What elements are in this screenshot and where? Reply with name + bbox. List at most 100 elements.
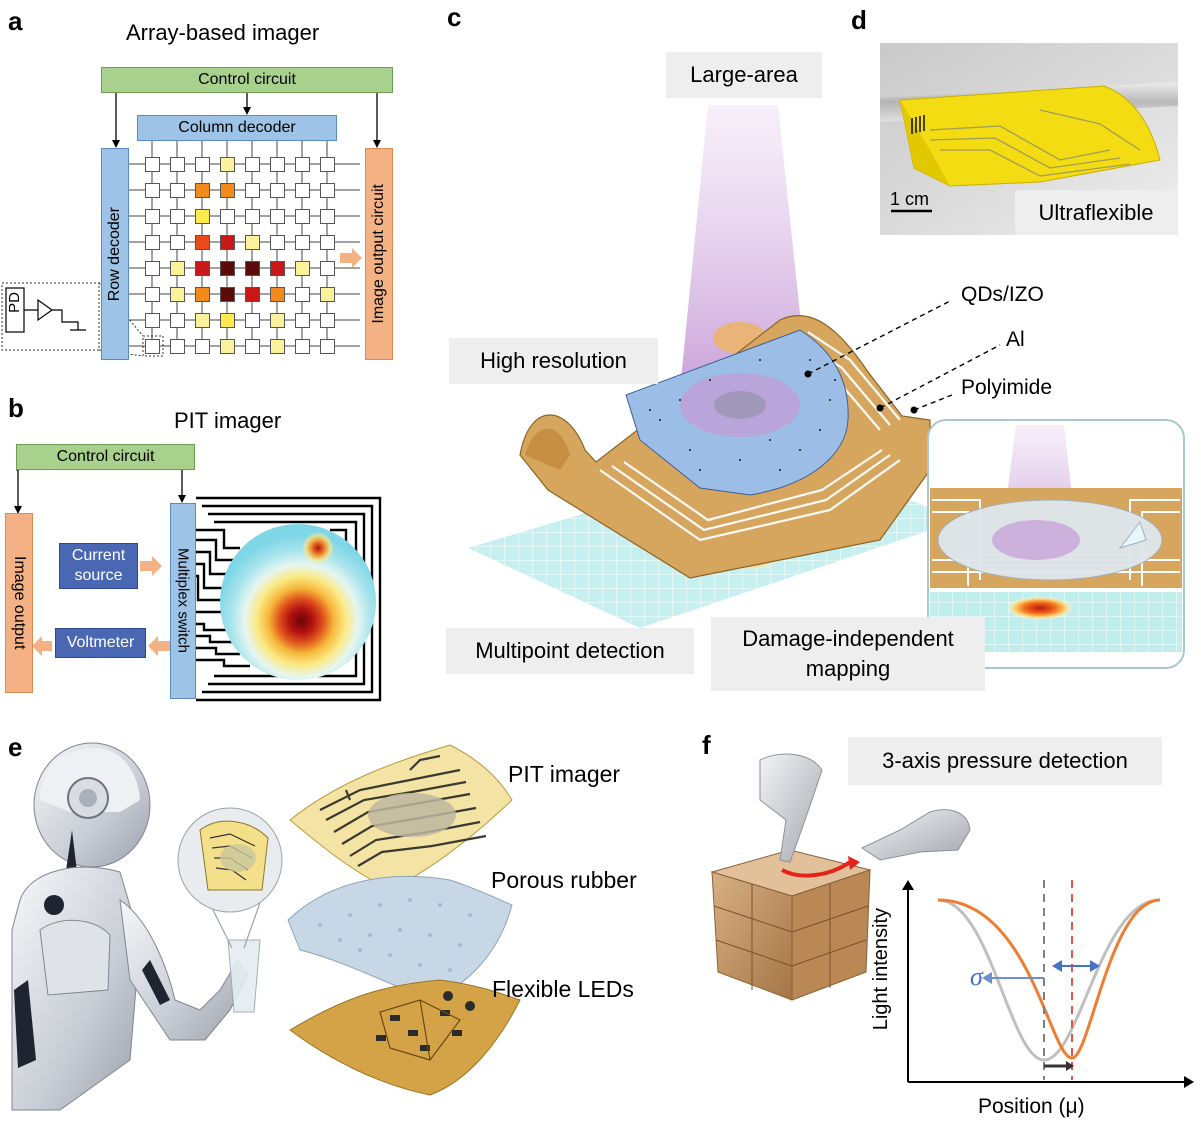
pixel-cell xyxy=(270,235,285,250)
polyimide-label: Polyimide xyxy=(961,376,1053,399)
al-label: Al xyxy=(1006,328,1025,351)
pixel-cell xyxy=(145,287,160,302)
multipoint-detection-label: Multipoint detection xyxy=(446,628,694,674)
pixel-cell xyxy=(170,209,185,224)
pixel-cell xyxy=(270,183,285,198)
pixel-cell xyxy=(320,261,335,276)
pixel-cell xyxy=(320,209,335,224)
pixel-cell xyxy=(320,313,335,328)
pixel-cell xyxy=(220,235,235,250)
pixel-cell xyxy=(195,235,210,250)
plot-xlabel: Position (μ) xyxy=(978,1095,1085,1118)
image-output-box: Image output xyxy=(5,513,33,693)
pixel-cell xyxy=(195,287,210,302)
ultraflexible-label: Ultraflexible xyxy=(1015,190,1177,235)
pixel-cell xyxy=(195,261,210,276)
pixel-cell xyxy=(220,209,235,224)
control-circuit-box-b: Control circuit xyxy=(16,444,195,470)
pixel-cell xyxy=(295,183,310,198)
pixel-cell xyxy=(295,339,310,354)
current-source-box: Current source xyxy=(59,543,138,589)
panel-letter-b: b xyxy=(8,393,24,423)
pixel-cell xyxy=(295,235,310,250)
pixel-cell xyxy=(220,339,235,354)
scale-bar-label: 1 cm xyxy=(890,189,930,209)
pixel-cell xyxy=(245,209,260,224)
pixel-cell xyxy=(170,235,185,250)
pixel-cell xyxy=(145,183,160,198)
pixel-cell xyxy=(195,209,210,224)
pixel-cell xyxy=(195,339,210,354)
pixel-cell xyxy=(270,313,285,328)
voltmeter-box: Voltmeter xyxy=(55,628,146,658)
pixel-cell xyxy=(170,313,185,328)
pixel-cell xyxy=(320,157,335,172)
pixel-cell xyxy=(245,287,260,302)
pixel-cell xyxy=(145,157,160,172)
multiplex-switch-label: Multiplex switch xyxy=(174,548,192,654)
pixel-cell xyxy=(170,157,185,172)
pixel-cell xyxy=(245,313,260,328)
multiplex-switch-box: Multiplex switch xyxy=(170,503,196,699)
panel-a-title: Array-based imager xyxy=(126,20,320,45)
pixel-cell xyxy=(145,339,160,354)
large-area-label: Large-area xyxy=(666,52,822,98)
pixel-cell xyxy=(195,183,210,198)
pixel-cell xyxy=(245,235,260,250)
panel-letter-f: f xyxy=(702,730,711,760)
porous-rubber-label: Porous rubber xyxy=(491,867,637,893)
pixel-cell xyxy=(270,287,285,302)
flexible-leds-label: Flexible LEDs xyxy=(492,976,634,1002)
pixel-cell xyxy=(270,339,285,354)
pixel-cell xyxy=(220,261,235,276)
pixel-cell xyxy=(295,313,310,328)
panel-letter-a: a xyxy=(8,6,23,36)
three-axis-pressure-detection-label: 3-axis pressure detection xyxy=(848,737,1162,785)
panel-letter-c: c xyxy=(447,2,462,32)
pixel-cell xyxy=(195,157,210,172)
pixel-cell xyxy=(170,183,185,198)
pixel-cell xyxy=(170,287,185,302)
pixel-cell xyxy=(320,287,335,302)
pixel-cell xyxy=(320,183,335,198)
pixel-cell xyxy=(295,209,310,224)
pixel-cell xyxy=(270,209,285,224)
image-output-label: Image output xyxy=(11,556,28,650)
pixel-cell xyxy=(220,157,235,172)
panel-letter-d: d xyxy=(851,5,867,35)
pixel-cell xyxy=(145,209,160,224)
pixel-cell xyxy=(320,339,335,354)
image-output-circuit-box: Image output circuit xyxy=(365,148,393,360)
pit-imager-label: PIT imager xyxy=(508,761,621,787)
pixel-cell xyxy=(145,313,160,328)
pixel-cell xyxy=(295,287,310,302)
pixel-cell xyxy=(220,183,235,198)
pixel-cell xyxy=(295,261,310,276)
pixel-cell xyxy=(220,313,235,328)
pixel-cell xyxy=(295,157,310,172)
column-decoder-box: Column decoder xyxy=(137,115,337,141)
pixel-cell xyxy=(270,261,285,276)
row-decoder-box: Row decoder xyxy=(101,148,129,360)
sigma-label: σ xyxy=(970,962,983,991)
pixel-cell xyxy=(245,339,260,354)
high-resolution-label: High resolution xyxy=(449,338,658,384)
pixel-cell xyxy=(145,261,160,276)
pixel-cell xyxy=(320,235,335,250)
pixel-cell xyxy=(220,287,235,302)
panel-b-title: PIT imager xyxy=(174,408,282,433)
damage-independent-mapping-label: Damage-independent mapping xyxy=(711,617,985,691)
pixel-cell xyxy=(195,313,210,328)
pixel-cell xyxy=(245,261,260,276)
control-circuit-box: Control circuit xyxy=(101,67,393,93)
plot-ylabel: Light intensity xyxy=(870,908,892,1031)
pixel-cell xyxy=(245,157,260,172)
qds-izo-label: QDs/IZO xyxy=(961,283,1044,306)
pixel-cell xyxy=(145,235,160,250)
pixel-cell xyxy=(170,261,185,276)
pixel-cell xyxy=(170,339,185,354)
